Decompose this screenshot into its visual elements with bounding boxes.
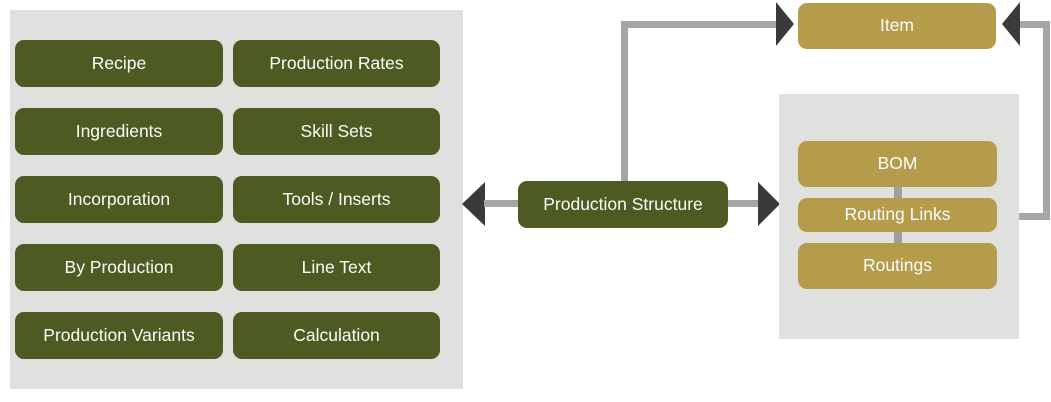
- arrowhead-into-item-right-icon: [1002, 2, 1020, 46]
- connector-ps-to-left-panel: [484, 200, 518, 207]
- node-calculation: Calculation: [233, 312, 440, 359]
- left-detail-panel: Recipe Production Rates Ingredients Skil…: [10, 10, 463, 389]
- node-bom: BOM: [798, 141, 997, 187]
- node-production-structure: Production Structure: [518, 181, 728, 228]
- arrowhead-to-left-panel-icon: [462, 182, 485, 226]
- connector-panel-to-item-horizontal-bottom: [1019, 213, 1050, 220]
- connector-panel-to-item-vertical: [1043, 21, 1050, 220]
- node-production-variants: Production Variants: [15, 312, 223, 359]
- connector-ps-to-item-vertical: [621, 21, 628, 181]
- node-routings: Routings: [798, 243, 997, 289]
- connector-ps-to-item-horizontal: [621, 21, 777, 28]
- node-production-rates: Production Rates: [233, 40, 440, 87]
- arrowhead-to-right-panel-icon: [758, 182, 780, 226]
- node-incorporation: Incorporation: [15, 176, 223, 223]
- node-item: Item: [798, 3, 996, 49]
- connector-ps-to-right-panel: [728, 200, 760, 207]
- node-skill-sets: Skill Sets: [233, 108, 440, 155]
- connector-panel-to-item-horizontal-top: [1020, 21, 1050, 28]
- node-routing-links: Routing Links: [798, 198, 997, 232]
- node-recipe: Recipe: [15, 40, 223, 87]
- arrowhead-into-item-left-icon: [776, 2, 794, 46]
- node-by-production: By Production: [15, 244, 223, 291]
- node-tools-inserts: Tools / Inserts: [233, 176, 440, 223]
- node-line-text: Line Text: [233, 244, 440, 291]
- connector-bom-routing-links: [894, 187, 902, 199]
- node-ingredients: Ingredients: [15, 108, 223, 155]
- left-node-grid: Recipe Production Rates Ingredients Skil…: [15, 40, 440, 359]
- connector-routing-links-routings: [894, 232, 902, 244]
